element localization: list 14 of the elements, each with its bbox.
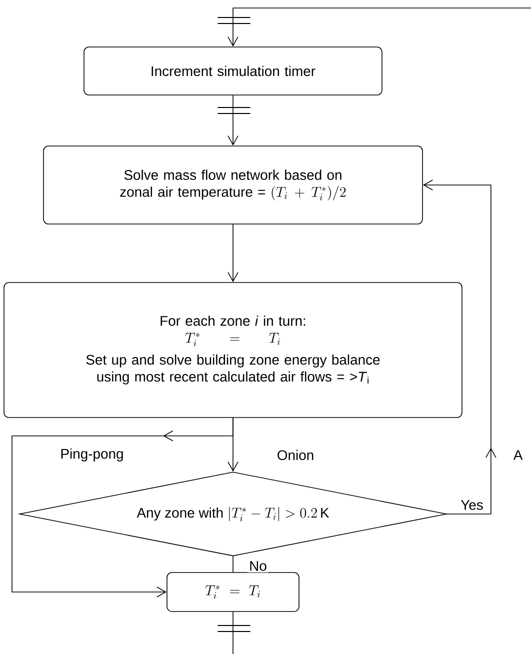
arrow [228,8,531,47]
edge-label: No [248,560,268,572]
edge-label: Yes [459,498,485,512]
edge-label: Ping-pong [58,447,126,463]
arrow [228,95,238,146]
arrow [422,180,496,514]
arrow [228,224,238,282]
arrow [12,418,234,598]
process-box: Solve mass flow network based on zonal air temperature = $(T_i + T_i^{*})/2$ [43,146,423,224]
edge-label: Onion [275,448,316,462]
process-box: Increment simulation timer [84,46,382,96]
process-box: $T_i^{*} = T_i$ [166,572,300,612]
label: A [513,450,523,460]
process-box: For each zone i in turn: $T_i^{*} = T_i$ Set up and solve building zone energy balance using most recent calculated air flows = >T$_{i}$ [4,282,462,418]
